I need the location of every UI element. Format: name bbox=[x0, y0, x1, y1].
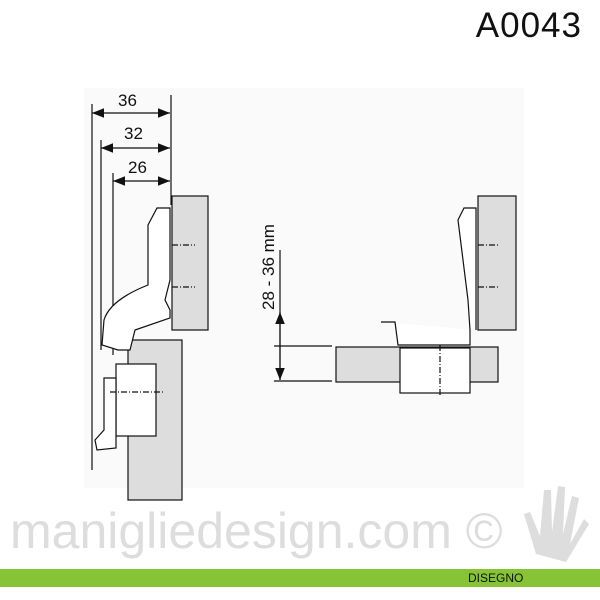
footer-bar: DISEGNO bbox=[0, 569, 600, 587]
dimension-36: 36 bbox=[118, 91, 137, 110]
right-view bbox=[274, 195, 517, 395]
footer-label: DISEGNO bbox=[468, 571, 524, 585]
hand-icon bbox=[524, 486, 589, 562]
product-code: A0043 bbox=[475, 6, 582, 45]
dimension-26: 26 bbox=[128, 158, 147, 177]
range-label: 28 - 36 mm bbox=[259, 224, 278, 310]
watermark: manigliedesign.com © bbox=[10, 503, 503, 559]
left-view bbox=[91, 95, 209, 501]
dimension-32: 32 bbox=[124, 124, 143, 143]
